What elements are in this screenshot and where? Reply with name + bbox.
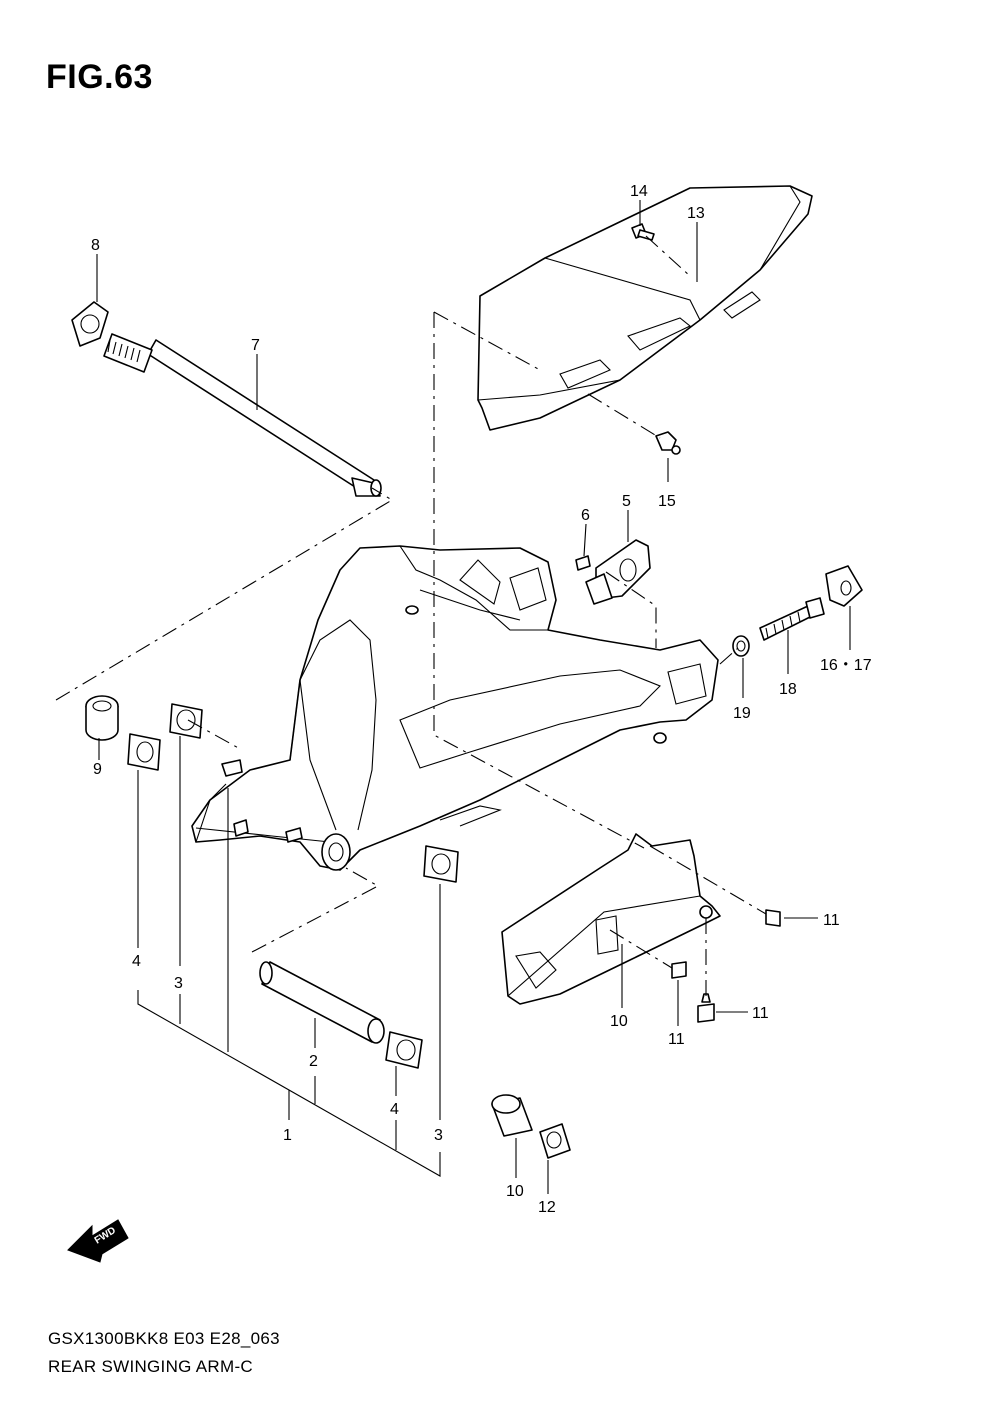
nut-part-8[interactable] bbox=[71, 301, 109, 347]
screw-part-11-a[interactable] bbox=[765, 909, 781, 927]
callout-labels: 8 7 14 13 15 6 5 16・17 18 19 9 4 3 11 10… bbox=[91, 183, 872, 1216]
assembly-line-spacer bbox=[251, 867, 380, 953]
callout-10-bushing: 10 bbox=[506, 1183, 524, 1200]
model-code: GSX1300BKK8 E03 E28_063 bbox=[48, 1329, 280, 1348]
spacer-part-2[interactable] bbox=[259, 961, 385, 1044]
callout-6: 6 bbox=[581, 507, 590, 524]
swinging-arm-part-1[interactable] bbox=[191, 545, 719, 871]
callout-2: 2 bbox=[309, 1053, 318, 1070]
plate-part-5[interactable] bbox=[585, 539, 651, 605]
callout-13: 13 bbox=[687, 205, 705, 222]
assembly-line-shaft bbox=[55, 487, 394, 701]
callout-1: 1 bbox=[283, 1127, 292, 1144]
bushing-part-10-lower[interactable] bbox=[491, 1094, 533, 1137]
callout-19: 19 bbox=[733, 705, 751, 722]
diagram-name: REAR SWINGING ARM-C bbox=[48, 1357, 253, 1376]
callout-11-b: 11 bbox=[668, 1031, 685, 1048]
callout-4-upper: 4 bbox=[132, 953, 141, 970]
assembly-line-bearing-upper bbox=[187, 719, 243, 751]
callout-11-a: 11 bbox=[823, 912, 840, 929]
callout-16-17: 16・17 bbox=[820, 657, 872, 674]
adjuster-part-16-17[interactable] bbox=[825, 565, 863, 607]
callout-15: 15 bbox=[658, 493, 676, 510]
bolt-part-14[interactable] bbox=[631, 223, 655, 241]
screw-part-6[interactable] bbox=[575, 555, 591, 571]
chain-cover-part-13[interactable] bbox=[477, 185, 813, 431]
nut-part-12[interactable] bbox=[539, 1123, 571, 1159]
nut-part-19[interactable] bbox=[732, 635, 750, 657]
callout-12: 12 bbox=[538, 1199, 556, 1216]
bearing-part-4-upper[interactable] bbox=[127, 733, 161, 771]
assembly-line-screw11a bbox=[649, 845, 767, 915]
bolt-part-18[interactable] bbox=[759, 597, 825, 641]
callout-4-lower: 4 bbox=[390, 1101, 399, 1118]
callout-3-upper: 3 bbox=[174, 975, 183, 992]
callout-8: 8 bbox=[91, 237, 100, 254]
clip-part-15[interactable] bbox=[655, 431, 681, 455]
callout-5: 5 bbox=[622, 493, 631, 510]
callout-10-buffer: 10 bbox=[610, 1013, 628, 1030]
callout-18: 18 bbox=[779, 681, 797, 698]
bearing-part-4-lower[interactable] bbox=[385, 1031, 423, 1069]
assembly-line-screw11b bbox=[609, 929, 673, 969]
bearing-part-3-lower[interactable] bbox=[423, 845, 459, 883]
callout-14: 14 bbox=[630, 183, 648, 200]
callout-9: 9 bbox=[93, 761, 102, 778]
assembly-line-cover bbox=[433, 311, 541, 371]
callout-3-lower: 3 bbox=[434, 1127, 443, 1144]
callout-11-c: 11 bbox=[752, 1005, 769, 1022]
bearing-part-3-upper[interactable] bbox=[169, 703, 203, 739]
assembly-line-bolt14 bbox=[645, 235, 691, 277]
fwd-arrow-icon: FWD bbox=[67, 1219, 129, 1263]
assembly-line-main bbox=[433, 312, 645, 849]
assembly-line-nut19 bbox=[719, 647, 739, 665]
screw-part-11-c[interactable] bbox=[697, 993, 715, 1023]
leader-lines bbox=[96, 200, 851, 1194]
chain-buffer-part-10[interactable] bbox=[501, 833, 721, 1005]
screw-part-11-b[interactable] bbox=[671, 961, 687, 979]
bushing-part-9[interactable] bbox=[85, 695, 119, 741]
callout-7: 7 bbox=[251, 337, 260, 354]
assembly-line-clip bbox=[587, 393, 661, 439]
figure-title: FIG.63 bbox=[46, 58, 153, 96]
pivot-shaft-part-7[interactable] bbox=[103, 333, 382, 497]
